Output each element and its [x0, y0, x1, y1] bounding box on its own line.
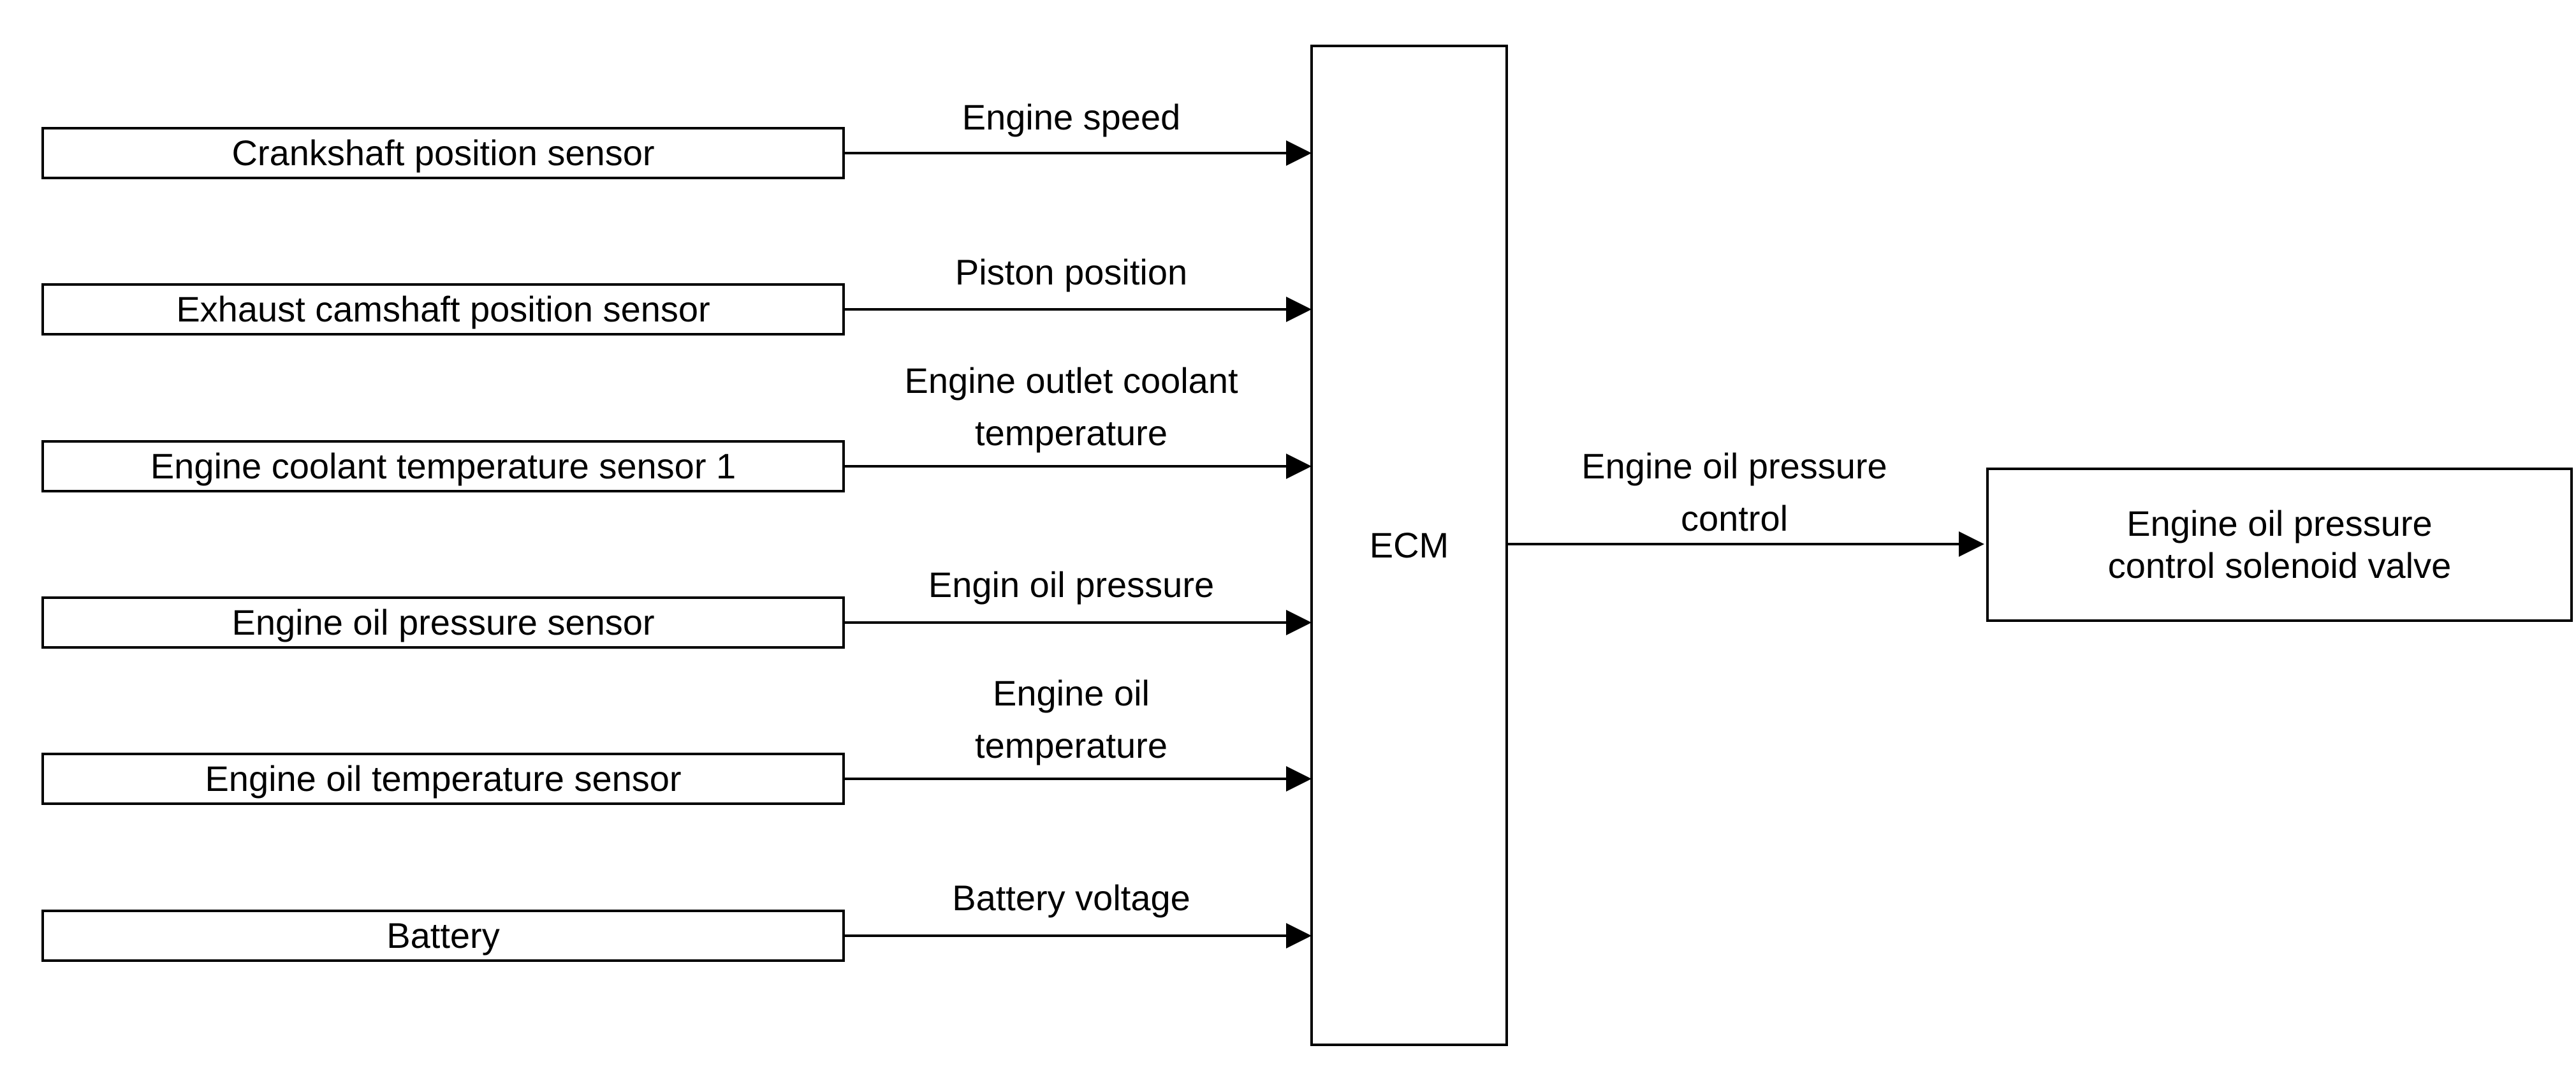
signal-label-line: Engine outlet coolant — [904, 360, 1238, 401]
sensor-box-engine-oil-pressure: Engine oil pressure sensor — [41, 596, 845, 649]
sensor-label: Engine coolant temperature sensor 1 — [150, 445, 736, 486]
signal-line — [845, 308, 1288, 311]
arrowhead — [1959, 531, 1984, 557]
sensor-label: Engine oil pressure sensor — [231, 602, 655, 642]
signal-label-line: temperature — [975, 413, 1167, 453]
signal-label-engine-outlet-coolant-temperature: Engine outlet coolant temperature — [835, 355, 1307, 459]
output-signal-label-line: Engine oil pressure — [1581, 446, 1887, 486]
arrowhead — [1286, 766, 1312, 792]
arrowhead — [1286, 297, 1312, 322]
signal-label-line: Engine oil — [993, 673, 1150, 713]
actuator-label-line: control solenoid valve — [2107, 545, 2452, 586]
sensor-label: Battery — [386, 915, 500, 956]
sensor-box-exhaust-camshaft-position: Exhaust camshaft position sensor — [41, 283, 845, 336]
sensor-box-engine-coolant-temperature: Engine coolant temperature sensor 1 — [41, 440, 845, 492]
signal-line — [845, 465, 1288, 468]
signal-label-engine-speed: Engine speed — [962, 97, 1181, 137]
sensor-label: Engine oil temperature sensor — [205, 758, 682, 799]
signal-label-engin-oil-pressure: Engin oil pressure — [928, 565, 1215, 605]
actuator-label-line: Engine oil pressure — [2126, 503, 2433, 543]
output-signal-label-line: control — [1680, 498, 1789, 538]
signal-label-piston-position: Piston position — [955, 252, 1188, 292]
signal-label-battery-voltage: Battery voltage — [952, 878, 1190, 918]
signal-line — [845, 778, 1288, 780]
signal-label-line: temperature — [975, 725, 1167, 765]
sensor-box-crankshaft-position: Crankshaft position sensor — [41, 127, 845, 179]
signal-line — [845, 621, 1288, 624]
sensor-box-battery: Battery — [41, 910, 845, 962]
arrowhead — [1286, 140, 1312, 166]
arrowhead — [1286, 454, 1312, 479]
arrowhead — [1286, 923, 1312, 948]
output-signal-line — [1508, 543, 1961, 545]
ecm-label: ECM — [1369, 524, 1449, 565]
ecm-block: ECM — [1310, 45, 1508, 1046]
signal-line — [845, 152, 1288, 154]
sensor-label: Crankshaft position sensor — [231, 132, 655, 173]
arrowhead — [1286, 610, 1312, 635]
signal-label-engine-oil-temperature: Engine oil temperature — [835, 667, 1307, 772]
actuator-box-oil-pressure-control-solenoid-valve: Engine oil pressure control solenoid val… — [1986, 468, 2573, 622]
output-signal-label: Engine oil pressure control — [1498, 440, 1970, 545]
sensor-label: Exhaust camshaft position sensor — [176, 288, 710, 329]
sensor-box-engine-oil-temperature: Engine oil temperature sensor — [41, 753, 845, 805]
signal-line — [845, 934, 1288, 937]
